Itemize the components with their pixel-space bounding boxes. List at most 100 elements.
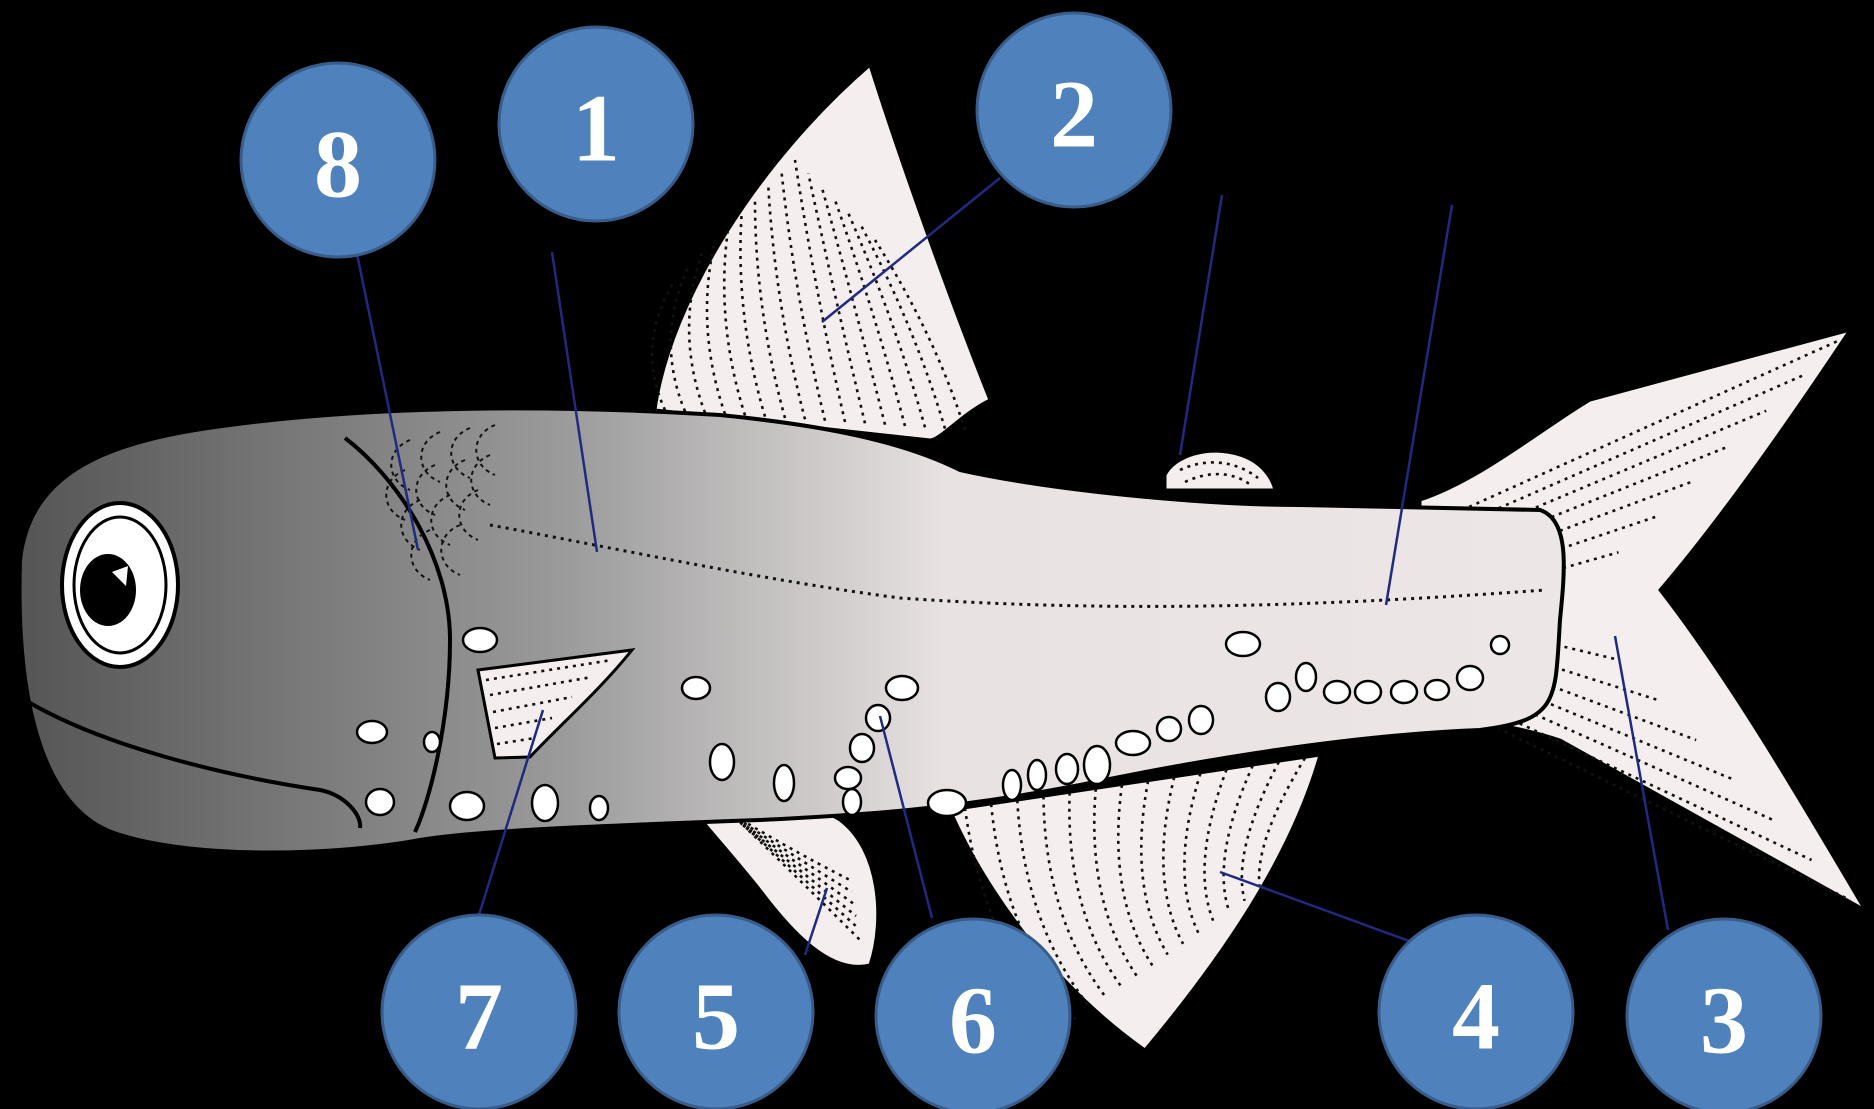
lateral-line — [489, 523, 1546, 608]
dorsal-fin — [650, 62, 992, 442]
mouth-line — [23, 698, 363, 829]
caudal-fin-ray — [1439, 615, 1620, 662]
anal-fin — [947, 753, 1323, 1053]
leader-3 — [1613, 635, 1670, 931]
dorsal-fin-ray — [860, 226, 947, 430]
photophore — [772, 763, 796, 803]
anal-fin-ray — [1093, 788, 1138, 977]
callout-8-label: 8 — [314, 111, 362, 218]
scale-mark — [458, 489, 479, 541]
photophore — [680, 675, 712, 701]
photophore — [864, 703, 892, 733]
dorsal-fin-ray — [807, 173, 867, 424]
photophore — [1423, 678, 1451, 702]
photophore — [530, 783, 560, 823]
photophore — [364, 787, 396, 817]
pelvic-fin — [677, 782, 880, 968]
leader-adipose — [1178, 194, 1224, 456]
photophore — [848, 732, 876, 764]
photophore — [461, 626, 499, 654]
photophores — [355, 626, 1511, 823]
photophore — [1294, 661, 1318, 693]
callout-4: 4 — [1377, 913, 1575, 1109]
callout-7: 7 — [380, 913, 578, 1109]
scale-mark — [470, 454, 491, 506]
leader-6 — [878, 715, 934, 919]
photophore — [1455, 664, 1485, 692]
anal-fin-ray — [1203, 769, 1228, 923]
scales — [385, 424, 496, 581]
anal-fin-ray — [1162, 776, 1185, 945]
callout-6-label: 6 — [949, 967, 997, 1074]
scale-mark — [445, 459, 466, 511]
photophore — [588, 794, 610, 822]
caudal-fin-ray — [1439, 338, 1841, 522]
callout-7-label: 7 — [455, 963, 503, 1070]
dorsal-fin-ray — [739, 213, 767, 418]
dorsal-fin-ray — [793, 159, 847, 423]
dorsal-fin-ray — [650, 279, 677, 411]
callout-3: 3 — [1625, 917, 1823, 1109]
dorsal-fin-ray — [722, 226, 747, 416]
scale-mark — [410, 529, 431, 581]
photophore — [1026, 758, 1048, 792]
pelvic-fin-ray — [707, 797, 855, 906]
anal-fin-ray — [1117, 784, 1154, 967]
leader-7 — [476, 709, 545, 919]
caudal-fin-ray — [1439, 643, 1697, 742]
photophore — [1322, 679, 1352, 705]
anal-fin-ray — [1140, 780, 1169, 956]
leader-5 — [803, 887, 829, 956]
callout-4-label: 4 — [1452, 963, 1500, 1070]
photophore — [1054, 752, 1080, 786]
dorsal-fin-ray — [669, 266, 690, 412]
photophore — [1187, 704, 1215, 736]
photophore — [833, 765, 863, 791]
dorsal-fin-ray — [687, 252, 707, 414]
photophore — [926, 788, 968, 818]
photophore — [708, 742, 736, 782]
photophore — [448, 790, 486, 822]
leader-2 — [821, 177, 1001, 323]
photophore — [1264, 681, 1292, 713]
caudal-fin-ray — [1439, 551, 1619, 605]
photophore — [355, 719, 389, 745]
photophore — [841, 787, 863, 817]
callout-5: 5 — [617, 913, 815, 1109]
callout-1-label: 1 — [572, 75, 620, 182]
callout-2: 2 — [975, 11, 1173, 209]
fish-body — [17, 406, 1566, 855]
photophore — [884, 674, 920, 702]
anal-fin-ray — [1257, 757, 1307, 891]
dorsal-fin-ray — [873, 239, 967, 431]
dorsal-fin-ray — [705, 239, 727, 415]
photophore — [1114, 729, 1152, 757]
scale-mark — [415, 464, 436, 516]
scale-mark — [475, 424, 496, 476]
callout-8: 8 — [239, 61, 437, 259]
leader-4 — [1219, 870, 1413, 944]
callout-5-label: 5 — [692, 963, 740, 1070]
operculum-line — [343, 436, 453, 833]
photophore — [1082, 744, 1112, 786]
photophore — [1224, 630, 1262, 658]
photophore — [1389, 679, 1419, 705]
photophore — [1353, 679, 1383, 705]
anal-fin-ray — [963, 807, 1061, 1031]
caudal-fin-ray — [1439, 657, 1736, 782]
callout-3-label: 3 — [1700, 967, 1748, 1074]
callout-1: 1 — [497, 25, 695, 223]
dorsal-fin-ray — [847, 212, 927, 428]
caudal-fin-ray — [1439, 480, 1693, 577]
anal-fin-ray — [1042, 796, 1108, 999]
pelvic-fin-ray — [711, 798, 857, 918]
callout-6: 6 — [874, 917, 1072, 1109]
callout-2-label: 2 — [1050, 61, 1098, 168]
eye — [60, 501, 180, 669]
photophore — [1489, 634, 1511, 656]
pelvic-fin-ray — [715, 800, 859, 929]
caudal-fin — [1418, 327, 1870, 915]
photophore — [1001, 768, 1023, 802]
dorsal-fin-ray — [820, 186, 887, 425]
leader-8 — [355, 253, 420, 551]
